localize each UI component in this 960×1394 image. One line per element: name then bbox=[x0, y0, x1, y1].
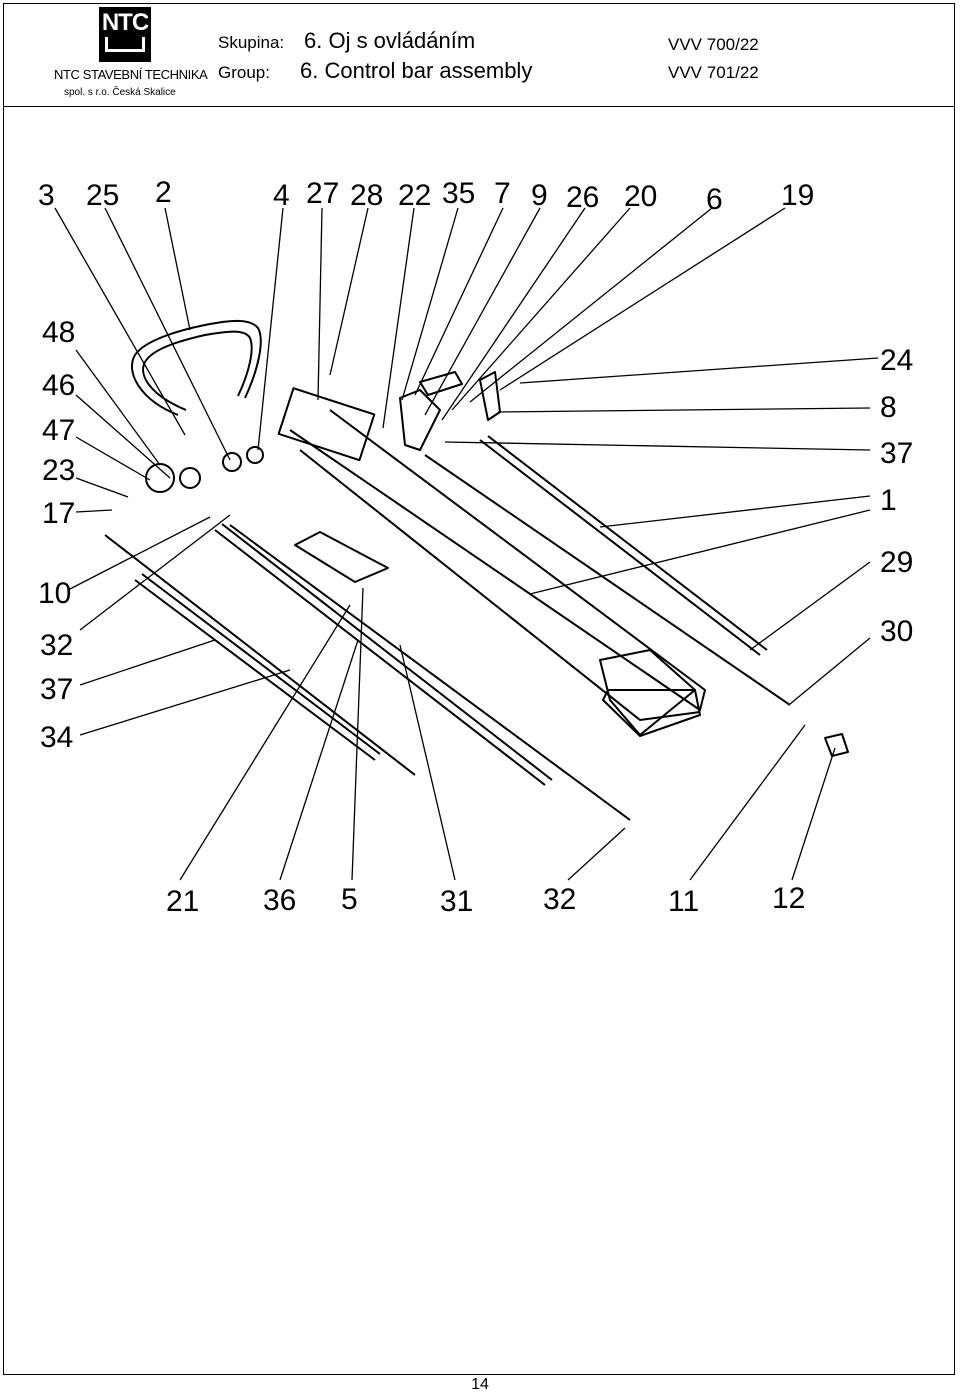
page-frame bbox=[3, 3, 955, 1375]
part-number: 30 bbox=[880, 615, 913, 648]
part-number: 23 bbox=[42, 454, 75, 487]
part-number: 24 bbox=[880, 344, 913, 377]
logo-company-name: NTC STAVEBNÍ TECHNIKA bbox=[54, 67, 208, 82]
part-number: 37 bbox=[40, 673, 73, 706]
page-number: 14 bbox=[471, 1376, 489, 1393]
logo-mark: NTC bbox=[99, 7, 151, 62]
model-number-2: VVV 701/22 bbox=[668, 63, 759, 82]
part-number: 20 bbox=[624, 180, 657, 213]
part-number: 19 bbox=[781, 179, 814, 212]
group-label-en: Group: bbox=[218, 63, 270, 82]
part-number: 17 bbox=[42, 497, 75, 530]
part-number: 1 bbox=[880, 484, 897, 517]
part-number: 12 bbox=[772, 882, 805, 915]
part-number: 34 bbox=[40, 721, 73, 754]
part-number: 8 bbox=[880, 391, 897, 424]
part-number: 32 bbox=[543, 883, 576, 916]
group-value-en: 6. Control bar assembly bbox=[300, 58, 533, 83]
part-number: 47 bbox=[42, 414, 75, 447]
part-number: 46 bbox=[42, 369, 75, 402]
part-number: 6 bbox=[706, 183, 723, 216]
part-number: 10 bbox=[38, 577, 71, 610]
parts-geometry bbox=[104, 319, 849, 821]
part-number: 31 bbox=[440, 885, 473, 918]
part-number: 9 bbox=[531, 179, 548, 212]
part-number: 11 bbox=[668, 885, 699, 918]
ntc-logo: NTC NTC STAVEBNÍ TECHNIKA spol. s r.o. Č… bbox=[48, 7, 208, 103]
part-number: 27 bbox=[306, 177, 339, 210]
part-number-labels: 3 25 2 4 27 28 22 35 7 9 26 20 6 19 48 4… bbox=[38, 176, 913, 918]
part-number: 32 bbox=[40, 629, 73, 662]
header-divider bbox=[3, 106, 955, 107]
part-number: 22 bbox=[398, 179, 431, 212]
part-number: 28 bbox=[350, 179, 383, 212]
logo-company-subline: spol. s r.o. Česká Skalice bbox=[64, 87, 176, 98]
part-number: 29 bbox=[880, 546, 913, 579]
part-number: 4 bbox=[273, 179, 290, 212]
part-number: 26 bbox=[566, 181, 599, 214]
part-number: 36 bbox=[263, 884, 296, 917]
part-number: 37 bbox=[880, 437, 913, 470]
group-label-cz: Skupina: bbox=[218, 33, 285, 52]
group-value-cz: 6. Oj s ovládáním bbox=[304, 28, 476, 53]
part-number: 21 bbox=[166, 885, 199, 918]
part-number: 25 bbox=[86, 179, 119, 212]
part-number: 7 bbox=[494, 177, 511, 210]
part-number: 2 bbox=[155, 176, 172, 209]
part-number: 5 bbox=[341, 883, 358, 916]
leader-lines bbox=[54, 207, 879, 881]
part-number: 35 bbox=[442, 177, 475, 210]
part-number: 48 bbox=[42, 316, 75, 349]
model-number-1: VVV 700/22 bbox=[668, 35, 759, 54]
part-number: 3 bbox=[38, 179, 55, 212]
